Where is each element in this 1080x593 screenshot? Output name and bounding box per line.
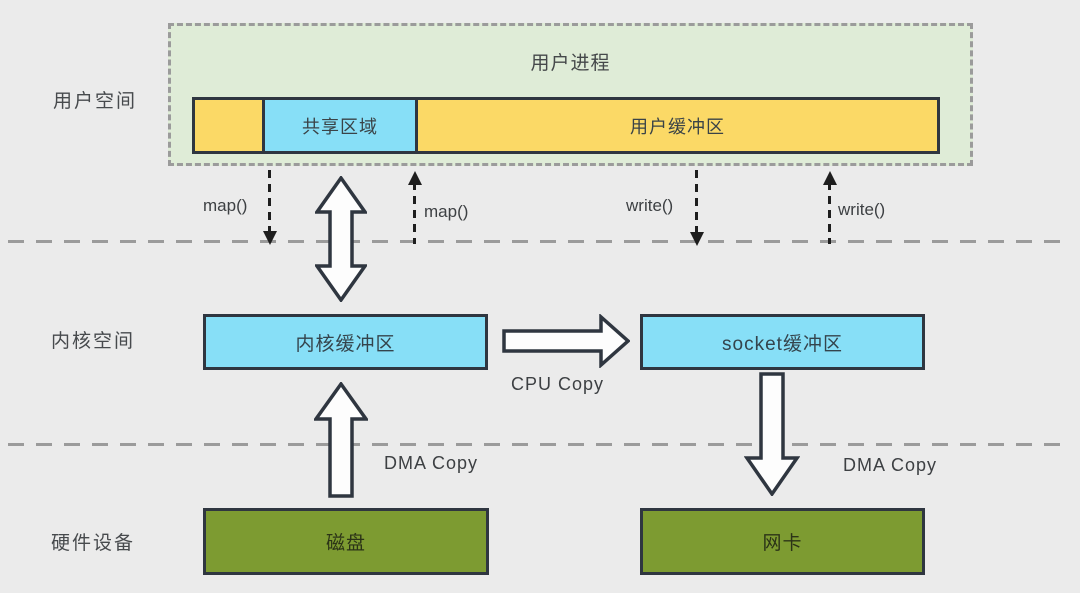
right-arrow-icon (502, 314, 630, 368)
label-kernel-space: 内核空间 (51, 331, 136, 352)
socket-buffer-box: socket缓冲区 (640, 314, 925, 370)
write-left-label: write() (626, 196, 674, 215)
dma-copy-left-label: DMA Copy (384, 453, 479, 473)
separator-kernel-hardware (8, 443, 1066, 446)
label-user-space: 用户空间 (53, 91, 138, 112)
kernel-buffer-box: 内核缓冲区 (203, 314, 488, 370)
segment-shared-area: 共享区域 (262, 100, 418, 151)
segment-plain (195, 100, 262, 151)
user-process-title: 用户进程 (530, 53, 611, 74)
map-right-label: map() (424, 202, 469, 221)
down-arrow-icon (744, 372, 800, 496)
memory-bar: 共享区域 用户缓冲区 (192, 97, 940, 154)
write-right-label: write() (838, 200, 886, 219)
map-down-arrow-icon (263, 170, 277, 245)
write-down-arrow-icon (690, 170, 704, 246)
map-left-label: map() (203, 196, 248, 215)
map-up-arrow-icon (408, 171, 422, 244)
label-hardware: 硬件设备 (51, 533, 136, 554)
up-arrow-icon (314, 382, 368, 498)
nic-box: 网卡 (640, 508, 925, 575)
segment-user-buffer: 用户缓冲区 (418, 100, 937, 151)
separator-user-kernel (8, 240, 1066, 243)
write-up-arrow-icon (823, 171, 837, 244)
double-arrow-icon (315, 176, 367, 302)
disk-box: 磁盘 (203, 508, 489, 575)
dma-copy-right-label: DMA Copy (843, 455, 938, 475)
cpu-copy-label: CPU Copy (511, 374, 605, 394)
